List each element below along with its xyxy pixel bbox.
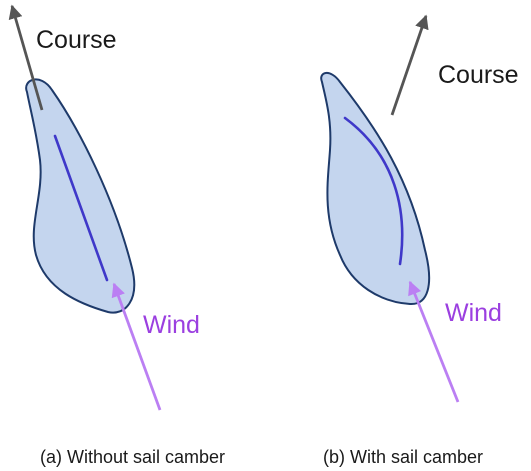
boat-hull <box>320 72 431 306</box>
sail-cambered <box>343 116 404 266</box>
sail-straight <box>53 134 109 282</box>
panel-b: Course Wind (b) With sail camber <box>320 14 519 467</box>
panel-a: Course Wind (a) Without sail camber <box>8 4 225 467</box>
course-label: Course <box>438 61 519 89</box>
caption-a: (a) Without sail camber <box>40 447 225 467</box>
wind-label: Wind <box>143 311 200 339</box>
boat-hull <box>25 78 136 314</box>
caption-b: (b) With sail camber <box>323 447 483 467</box>
wind-arrow <box>408 280 460 403</box>
course-arrow <box>390 14 429 116</box>
wind-label: Wind <box>445 299 502 327</box>
course-label: Course <box>36 26 117 54</box>
course-arrow <box>8 4 44 111</box>
wind-arrow <box>111 282 162 411</box>
